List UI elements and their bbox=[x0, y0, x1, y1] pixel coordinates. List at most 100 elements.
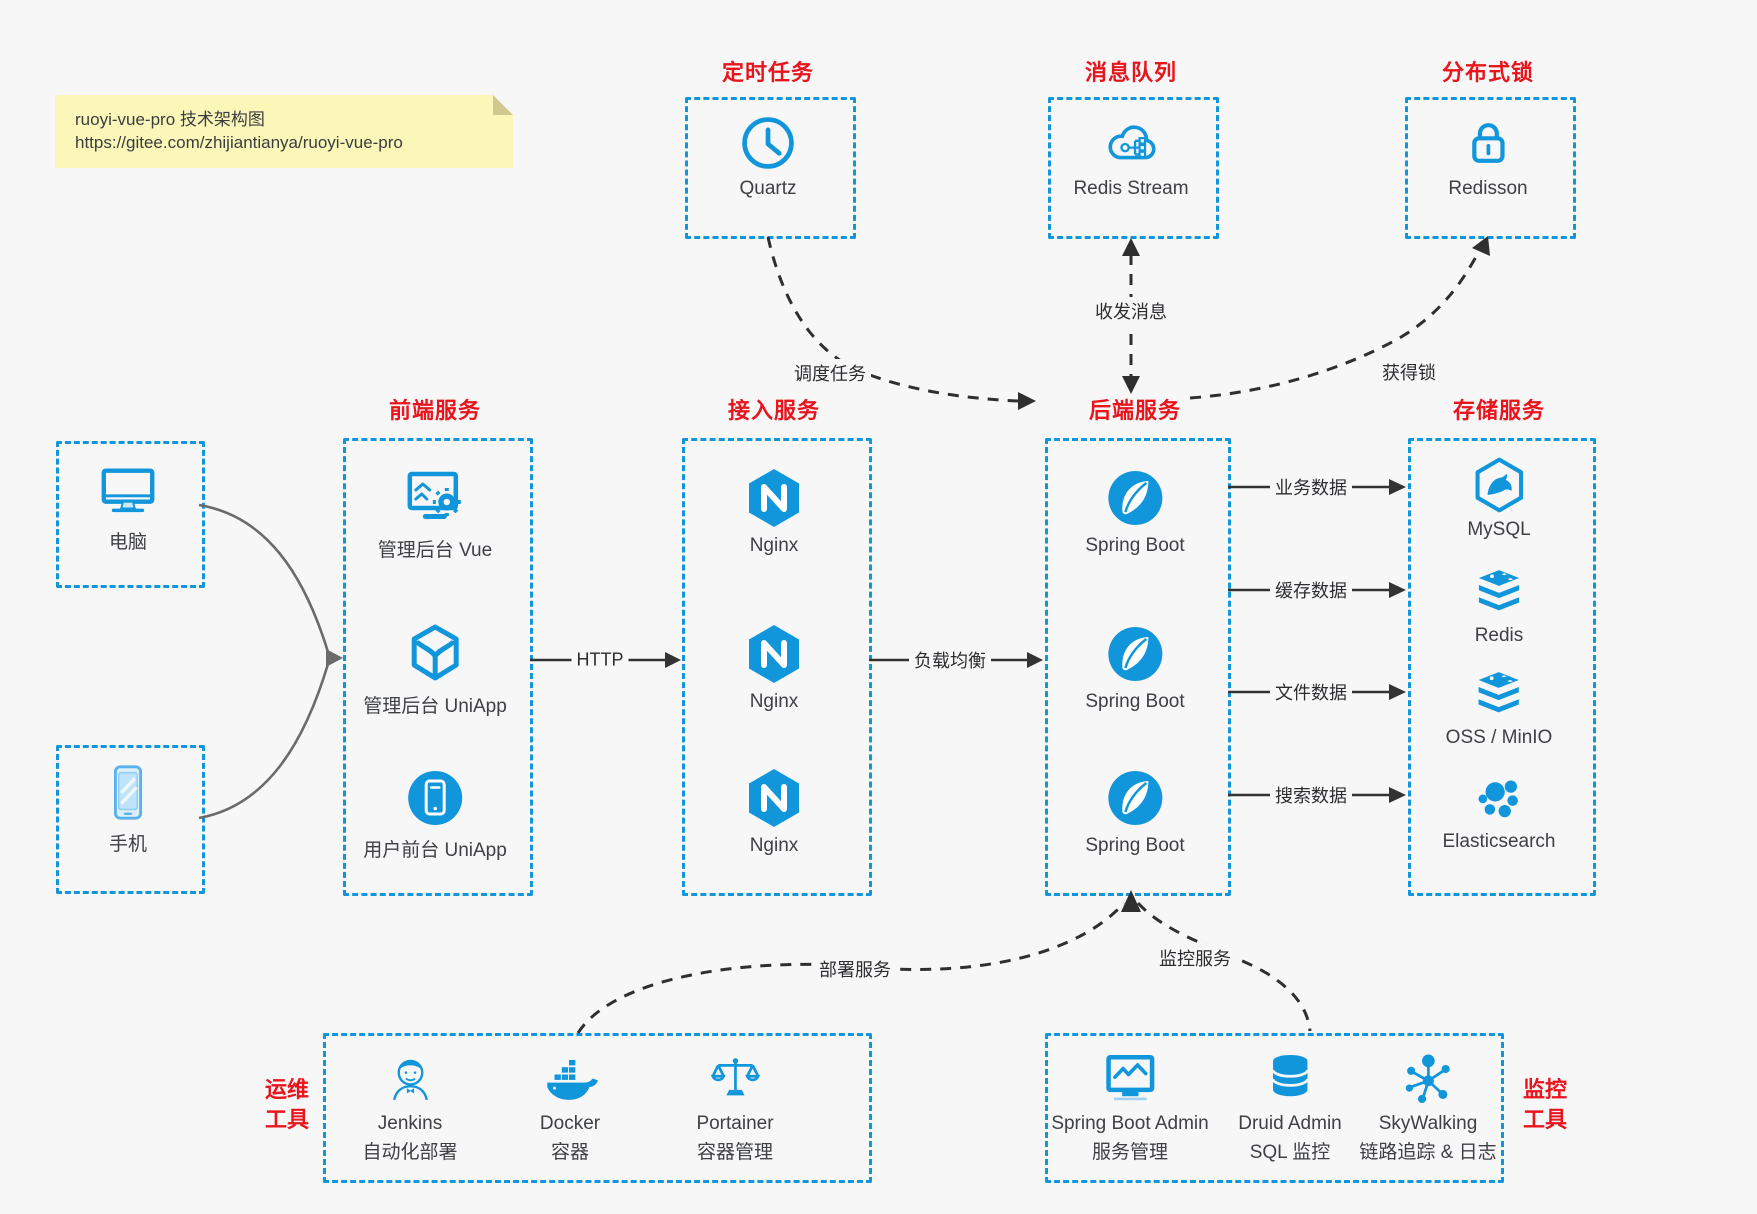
title-backend-services: 后端服务 bbox=[1088, 398, 1182, 423]
node-label: Docker bbox=[539, 1113, 601, 1134]
node-skywalking: SkyWalking 链路追踪 & 日志 bbox=[1359, 1050, 1497, 1164]
node-label: Nginx bbox=[749, 535, 799, 556]
node-label: Quartz bbox=[739, 178, 797, 199]
node-mysql: MySQL bbox=[1467, 456, 1531, 541]
node-user-uniapp: 用户前台 UniApp bbox=[363, 766, 507, 862]
node-sublabel: 链路追踪 & 日志 bbox=[1359, 1142, 1497, 1163]
node-nginx-3: Nginx bbox=[742, 766, 806, 857]
node-label: Spring Boot bbox=[1085, 835, 1185, 856]
node-admin-vue: 管理后台 Vue bbox=[378, 466, 492, 562]
spring-boot-icon bbox=[1103, 622, 1167, 686]
skywalking-icon bbox=[1399, 1050, 1457, 1108]
nginx-icon bbox=[742, 466, 806, 530]
gateway-box bbox=[682, 438, 872, 896]
edge-label-cache-data: 缓存数据 bbox=[1270, 576, 1352, 604]
devops-side-label-line2: 工具 bbox=[264, 1107, 310, 1132]
edge-label-monitor: 监控服务 bbox=[1154, 944, 1236, 972]
node-label: Nginx bbox=[749, 691, 799, 712]
node-label: 手机 bbox=[108, 834, 147, 855]
arrowhead-business-data bbox=[1389, 479, 1406, 495]
arrowhead-frontend bbox=[326, 649, 343, 667]
node-redisson: Redisson bbox=[1448, 113, 1528, 200]
spring-boot-icon bbox=[1103, 466, 1167, 530]
node-spring-boot-1: Spring Boot bbox=[1085, 466, 1185, 557]
node-label: Jenkins bbox=[377, 1113, 443, 1134]
edge-label-deploy: 部署服务 bbox=[814, 955, 896, 983]
arrowhead-message-down bbox=[1122, 376, 1140, 394]
edge-label-load-balance: 负载均衡 bbox=[909, 646, 991, 674]
phone-box bbox=[56, 745, 205, 894]
node-pc: 电脑 bbox=[97, 460, 159, 554]
node-redis: Redis bbox=[1471, 564, 1527, 647]
lock-icon bbox=[1458, 113, 1518, 173]
node-spring-boot-2: Spring Boot bbox=[1085, 622, 1185, 713]
node-quartz: Quartz bbox=[738, 113, 798, 200]
nginx-icon bbox=[742, 622, 806, 686]
node-label: 用户前台 UniApp bbox=[363, 840, 507, 861]
devops-side-label: 运维 工具 bbox=[265, 1075, 309, 1135]
node-phone: 手机 bbox=[97, 762, 159, 856]
node-sublabel: SQL 监控 bbox=[1249, 1142, 1331, 1163]
monitoring-side-label-line2: 工具 bbox=[1522, 1107, 1568, 1132]
title-scheduled-tasks: 定时任务 bbox=[721, 60, 815, 85]
portainer-icon bbox=[706, 1050, 764, 1108]
note-title: ruoyi-vue-pro 技术架构图 bbox=[75, 110, 265, 129]
node-label: 管理后台 Vue bbox=[377, 540, 493, 561]
storage-box bbox=[1408, 438, 1596, 896]
monitoring-side-label: 监控 工具 bbox=[1523, 1075, 1567, 1135]
node-spring-boot-3: Spring Boot bbox=[1085, 766, 1185, 857]
arrowhead-load-balance bbox=[1027, 652, 1043, 668]
redisson-box bbox=[1405, 97, 1576, 239]
arrowhead-cache-data bbox=[1389, 582, 1406, 598]
node-label: Redis Stream bbox=[1073, 178, 1189, 199]
edge-label-http: HTTP bbox=[571, 648, 629, 672]
note-url: https://gitee.com/zhijiantianya/ruoyi-vu… bbox=[75, 133, 403, 152]
arrowhead-message-up bbox=[1122, 238, 1140, 256]
cloud-stream-icon bbox=[1099, 115, 1163, 173]
edge-label-schedule: 调度任务 bbox=[789, 359, 871, 387]
redis-stack-icon bbox=[1471, 564, 1527, 620]
mysql-icon bbox=[1470, 456, 1528, 514]
node-label: MySQL bbox=[1467, 519, 1531, 540]
springboot-admin-icon bbox=[1101, 1050, 1159, 1108]
note-fold-corner bbox=[493, 95, 513, 115]
node-jenkins: Jenkins 自动化部署 bbox=[362, 1050, 458, 1164]
edge-label-message: 收发消息 bbox=[1090, 297, 1172, 325]
node-label: Druid Admin bbox=[1238, 1113, 1342, 1134]
title-distributed-lock: 分布式锁 bbox=[1441, 60, 1535, 85]
arrowhead-schedule bbox=[1018, 392, 1036, 410]
node-sublabel: 自动化部署 bbox=[362, 1142, 458, 1163]
node-sublabel: 容器 bbox=[550, 1142, 589, 1163]
node-label: Spring Boot bbox=[1085, 691, 1185, 712]
node-label: Nginx bbox=[749, 835, 799, 856]
title-message-queue: 消息队列 bbox=[1084, 60, 1178, 85]
node-label: Portainer bbox=[696, 1113, 774, 1134]
node-elasticsearch: Elasticsearch bbox=[1443, 770, 1556, 853]
edge-label-acquire-lock: 获得锁 bbox=[1377, 358, 1441, 386]
edge-pc-to-frontend bbox=[198, 503, 330, 653]
admin-vue-icon bbox=[403, 466, 467, 530]
node-sublabel: 容器管理 bbox=[696, 1142, 774, 1163]
node-label: SkyWalking bbox=[1378, 1113, 1478, 1134]
node-label: Spring Boot Admin bbox=[1051, 1113, 1209, 1134]
node-admin-uniapp: 管理后台 UniApp bbox=[363, 622, 507, 718]
node-redis-stream: Redis Stream bbox=[1073, 115, 1189, 200]
arrowhead-file-data bbox=[1389, 684, 1406, 700]
jenkins-icon bbox=[381, 1050, 439, 1108]
title-gateway-services: 接入服务 bbox=[727, 398, 821, 423]
node-label: 电脑 bbox=[108, 532, 147, 553]
phone-icon bbox=[97, 762, 159, 824]
spring-boot-icon bbox=[1103, 766, 1167, 830]
node-portainer: Portainer 容器管理 bbox=[696, 1050, 774, 1164]
edge-label-file-data: 文件数据 bbox=[1270, 678, 1352, 706]
edge-phone-to-frontend bbox=[198, 663, 330, 820]
desktop-icon bbox=[97, 460, 159, 522]
node-oss-minio: OSS / MinIO bbox=[1446, 666, 1552, 749]
node-nginx-1: Nginx bbox=[742, 466, 806, 557]
uniapp-circle-icon bbox=[403, 766, 467, 830]
nginx-icon bbox=[742, 766, 806, 830]
uniapp-box-icon bbox=[403, 622, 467, 686]
node-spring-boot-admin: Spring Boot Admin 服务管理 bbox=[1051, 1050, 1209, 1164]
arrowhead-lock bbox=[1472, 236, 1490, 256]
